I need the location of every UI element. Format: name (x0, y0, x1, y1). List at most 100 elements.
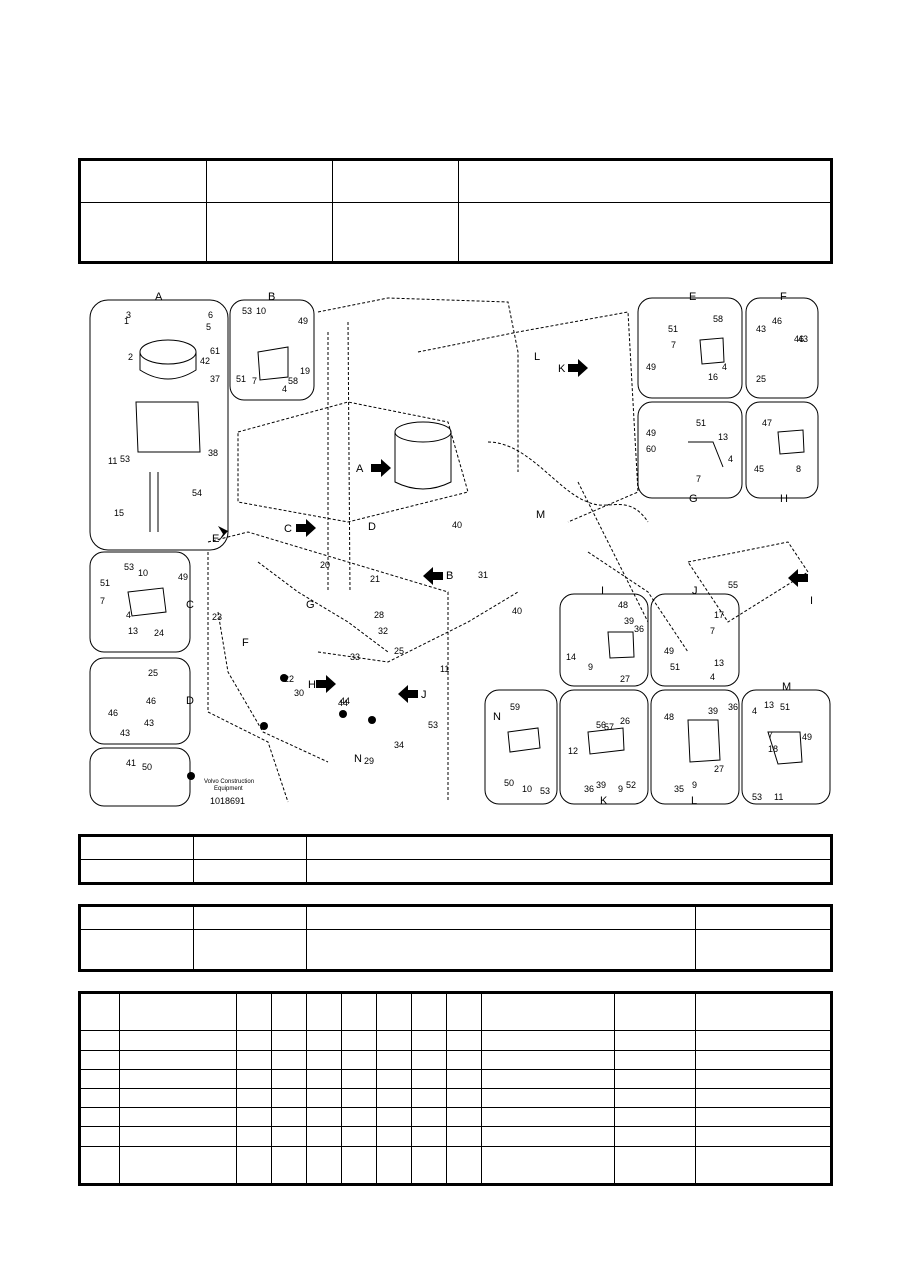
parts-cell (271, 991, 307, 1032)
callout-i-39: 39 (624, 616, 634, 626)
parts-cell (341, 1145, 377, 1186)
parts-cell (481, 1107, 615, 1128)
maker-text-2: Equipment (214, 786, 243, 792)
callout-i-27: 27 (620, 674, 630, 684)
parts-cell (411, 1049, 447, 1070)
parts-cell (306, 1087, 342, 1109)
callout-l-27: 27 (714, 764, 724, 774)
parts-cell (411, 1030, 447, 1051)
main-arrow-l: L (534, 351, 540, 363)
callout-main-55: 55 (728, 580, 738, 590)
header-cell (206, 159, 333, 203)
header-cell (332, 159, 459, 203)
parts-cell (341, 1068, 377, 1089)
callout-c-13: 13 (128, 626, 138, 636)
parts-row (79, 1068, 832, 1089)
callout-c-51: 51 (100, 578, 110, 588)
callout-d-25: 25 (148, 668, 158, 678)
callout-l-48: 48 (664, 712, 674, 722)
parts-cell (236, 1030, 272, 1051)
parts-cell (79, 1107, 120, 1128)
parts-cell (341, 1049, 377, 1070)
parts-cell (614, 991, 696, 1032)
detail-label-d: D (186, 695, 194, 707)
detail-label-h: H (780, 493, 788, 505)
parts-cell (236, 1049, 272, 1070)
callout-b-58: 58 (288, 376, 298, 386)
callout-a-15: 15 (114, 508, 124, 518)
callout-d-43: 43 (120, 728, 130, 738)
parts-cell (119, 1087, 237, 1109)
callout-g-13: 13 (718, 432, 728, 442)
callout-e-16: 16 (708, 372, 718, 382)
parts-cell (376, 1049, 412, 1070)
parts-cell (446, 1068, 482, 1089)
parts-cell (119, 1068, 237, 1089)
callout-n-53: 53 (540, 786, 550, 796)
parts-row (79, 1087, 832, 1109)
main-arrow-e: E (212, 533, 219, 545)
callout-n-59: 59 (510, 702, 520, 712)
callout-main-44: 44 (338, 698, 348, 708)
callout-a-42: 42 (200, 356, 210, 366)
detail-label-i: I (601, 585, 604, 597)
callout-j-7: 7 (710, 626, 715, 636)
parts-cell (695, 991, 832, 1032)
parts-cell (271, 1068, 307, 1089)
parts-cell (376, 1107, 412, 1128)
parts-cell (79, 1145, 120, 1186)
main-arrow-k: K (558, 363, 566, 375)
callout-c-7: 7 (100, 596, 105, 606)
callout-j-49: 49 (664, 646, 674, 656)
parts-cell (411, 1145, 447, 1186)
parts-cell (446, 1107, 482, 1128)
callout-j-13: 13 (714, 658, 724, 668)
parts-row (79, 1107, 832, 1128)
parts-cell (119, 1126, 237, 1147)
callout-j-4: 4 (710, 672, 715, 682)
callout-main-25: 25 (394, 646, 404, 656)
detail-label-n: N (493, 711, 501, 723)
parts-cell (376, 1145, 412, 1186)
main-arrow-a: A (356, 463, 364, 475)
callout-h-47: 47 (762, 418, 772, 428)
header-cell (458, 159, 832, 203)
callout-k-9: 9 (618, 784, 623, 794)
parts-cell (236, 1126, 272, 1147)
callout-b-7: 7 (252, 376, 257, 386)
parts-cell (306, 1030, 342, 1051)
parts-cell (376, 991, 412, 1032)
parts-cell (306, 1126, 342, 1147)
callout-main-34: 34 (394, 740, 404, 750)
parts-cell (271, 1107, 307, 1128)
callout-a-61: 61 (210, 346, 220, 356)
callout-k-56: 56 (596, 720, 606, 730)
callout-m-51: 51 (780, 702, 790, 712)
parts-cell (411, 1107, 447, 1128)
parts-cell (481, 1087, 615, 1109)
parts-cell (236, 1068, 272, 1089)
callout-main-23: 23 (212, 612, 222, 622)
detail-label-b: B (268, 292, 275, 303)
parts-cell (695, 1107, 832, 1128)
parts-cell (119, 1145, 237, 1186)
detail-label-e: E (689, 292, 696, 303)
parts-cell (695, 1049, 832, 1070)
callout-h-8: 8 (796, 464, 801, 474)
parts-row (79, 1126, 832, 1147)
parts-cell (271, 1087, 307, 1109)
callout-f-25: 25 (756, 374, 766, 384)
callout-main-28: 28 (374, 610, 384, 620)
callout-bottom-left-50: 50 (142, 762, 152, 772)
callout-main-22: 22 (284, 674, 294, 684)
parts-row (79, 991, 832, 1032)
maker-text-1: Volvo Construction (204, 779, 254, 785)
header-table (78, 158, 833, 264)
callout-main-44: 44 (340, 696, 350, 706)
callout-b-19: 19 (300, 366, 310, 376)
parts-cell (376, 1087, 412, 1109)
callout-a-54: 54 (192, 488, 202, 498)
callout-n-10: 10 (522, 784, 532, 794)
parts-cell (306, 1145, 342, 1186)
parts-cell (695, 1145, 832, 1186)
